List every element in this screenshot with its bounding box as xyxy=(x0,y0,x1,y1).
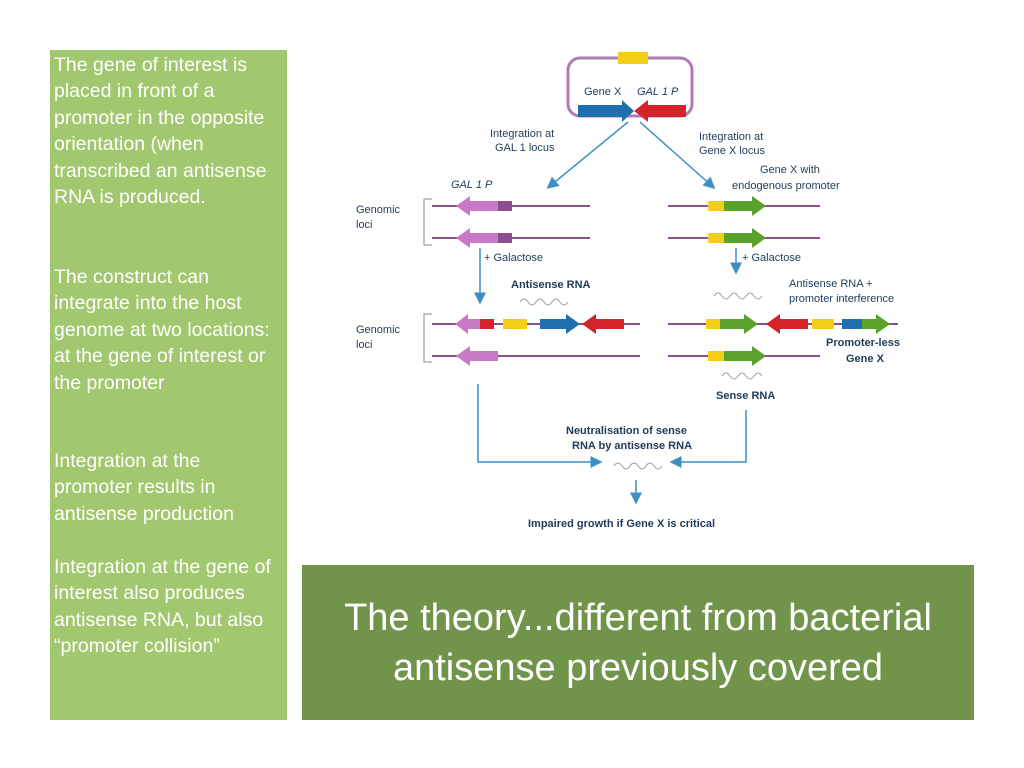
paragraph-gene-integration: Integration at the gene of interest also… xyxy=(54,556,271,658)
impaired-growth-label: Impaired growth if Gene X is critical xyxy=(528,518,715,530)
integration-arrow-left xyxy=(546,121,629,189)
genome-right-bottom xyxy=(668,228,820,248)
plasmid xyxy=(566,52,694,122)
interference-rna-wave xyxy=(713,292,763,300)
promoterless-label: Promoter-less Gene X xyxy=(826,337,903,365)
antisense-rna-label: Antisense RNA xyxy=(511,279,591,291)
paragraph-promoter-integration: Integration at the promoter results in a… xyxy=(54,450,234,525)
neutralised-rna-wave xyxy=(613,462,663,470)
galactose-left-label: + Galactose xyxy=(484,252,543,264)
bracket-bottom xyxy=(423,313,432,363)
integration-arrow-right xyxy=(639,121,716,189)
genome-left-unchanged xyxy=(432,346,640,366)
genome-left-top xyxy=(432,196,590,216)
sense-rna-wave xyxy=(721,372,763,380)
summary-callout-text: The theory...different from bacterial an… xyxy=(344,596,932,689)
paragraph-construct: The gene of interest is placed in front … xyxy=(54,54,267,209)
genomic-loci-label-bottom: Genomic loci xyxy=(356,324,403,351)
sense-rna-label: Sense RNA xyxy=(716,390,775,402)
plasmid-promoter-label: GAL 1 P xyxy=(637,86,679,98)
antisense-interference-label: Antisense RNA + promoter interference xyxy=(789,278,894,305)
genome-left-integrated xyxy=(432,314,640,334)
bracket-top xyxy=(423,198,432,246)
genome-right-unchanged xyxy=(668,346,820,366)
left-path-arrow xyxy=(477,384,603,468)
neutralisation-label: Neutralisation of sense RNA by antisense… xyxy=(566,425,692,452)
right-integration-label: Integration at Gene X locus xyxy=(699,131,766,157)
summary-callout: The theory...different from bacterial an… xyxy=(302,565,974,720)
genome-right-integrated xyxy=(668,314,898,334)
antisense-rna-wave xyxy=(519,298,569,306)
genome-right-top xyxy=(668,196,820,216)
right-path-arrow xyxy=(669,410,747,468)
genomic-loci-label-top: Genomic loci xyxy=(356,204,403,231)
paragraph-integration-sites: The construct can integrate into the hos… xyxy=(54,266,270,394)
genome-left-bottom xyxy=(432,228,590,248)
galactose-right-label: + Galactose xyxy=(742,252,801,264)
gal1p-label: GAL 1 P xyxy=(451,179,493,191)
text-panel: The gene of interest is placed in front … xyxy=(50,50,287,720)
gene-x-with-label: Gene X with endogenous promoter xyxy=(732,164,840,192)
plasmid-gene-label: Gene X xyxy=(584,86,622,98)
left-integration-label: Integration at GAL 1 locus xyxy=(490,128,557,154)
